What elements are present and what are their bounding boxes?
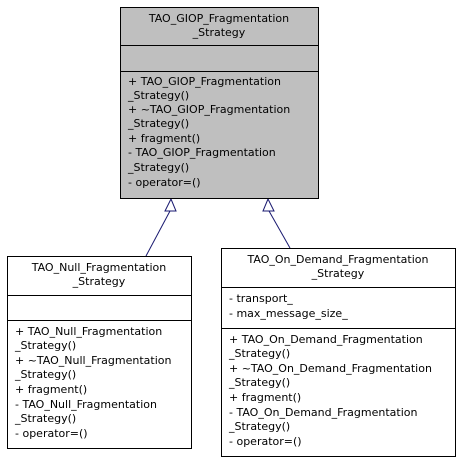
class-on-demand-strategy-method: - operator=()	[229, 435, 302, 448]
class-base-box	[120, 7, 319, 199]
class-on-demand-strategy-name: _Strategy	[311, 267, 365, 280]
class-base-method: _Strategy()	[127, 161, 189, 174]
class-base[interactable]: TAO_GIOP_Fragmentation _Strategy + TAO_G…	[120, 7, 319, 199]
class-on-demand-strategy-method: - TAO_On_Demand_Fragmentation	[229, 406, 417, 419]
class-base-name: _Strategy	[192, 26, 246, 39]
class-null-strategy-name: _Strategy	[72, 275, 126, 288]
class-on-demand-strategy-method: + fragment()	[229, 391, 301, 404]
class-on-demand-strategy-box	[221, 248, 456, 457]
inheritance-edges	[145, 197, 291, 257]
edge-null-to-base	[145, 210, 171, 257]
class-base-method: + fragment()	[128, 132, 200, 145]
class-on-demand-strategy-method: _Strategy()	[228, 420, 290, 433]
class-base-method: - TAO_GIOP_Fragmentation	[128, 146, 276, 159]
class-base-method: + TAO_GIOP_Fragmentation	[128, 75, 281, 88]
class-null-strategy-method: - operator=()	[15, 427, 88, 440]
class-base-name: TAO_GIOP_Fragmentation	[148, 12, 289, 25]
class-null-strategy-method: _Strategy()	[14, 339, 76, 352]
inheritance-arrowhead	[262, 197, 275, 212]
class-base-method: - operator=()	[128, 176, 201, 189]
class-null-strategy-method: + ~TAO_Null_Fragmentation	[15, 354, 171, 367]
class-on-demand-strategy-method: + TAO_On_Demand_Fragmentation	[229, 333, 423, 346]
class-base-method: _Strategy()	[127, 89, 189, 102]
class-null-strategy-method: - TAO_Null_Fragmentation	[15, 398, 157, 411]
class-null-strategy-method: _Strategy()	[14, 412, 76, 425]
class-null-strategy-method: _Strategy()	[14, 368, 76, 381]
class-on-demand-strategy-attribute: - max_message_size_	[229, 307, 348, 320]
class-null-strategy[interactable]: TAO_Null_Fragmentation _Strategy + TAO_N…	[7, 256, 192, 449]
class-on-demand-strategy-method: _Strategy()	[228, 347, 290, 360]
class-on-demand-strategy-method: + ~TAO_On_Demand_Fragmentation	[229, 362, 432, 375]
class-on-demand-strategy-name: TAO_On_Demand_Fragmentation	[247, 253, 429, 266]
edge-on-demand-to-base	[268, 210, 291, 249]
class-on-demand-strategy[interactable]: TAO_On_Demand_Fragmentation _Strategy - …	[221, 248, 456, 457]
class-on-demand-strategy-attribute: - transport_	[229, 292, 293, 305]
class-base-method: _Strategy()	[127, 117, 189, 130]
class-on-demand-strategy-method: _Strategy()	[228, 376, 290, 389]
class-null-strategy-name: TAO_Null_Fragmentation	[31, 261, 167, 274]
class-null-strategy-method: + TAO_Null_Fragmentation	[15, 325, 162, 338]
class-null-strategy-method: + fragment()	[15, 383, 87, 396]
class-base-method: + ~TAO_GIOP_Fragmentation	[128, 103, 290, 116]
class-null-strategy-box	[7, 256, 192, 449]
inheritance-arrowhead	[164, 197, 177, 212]
